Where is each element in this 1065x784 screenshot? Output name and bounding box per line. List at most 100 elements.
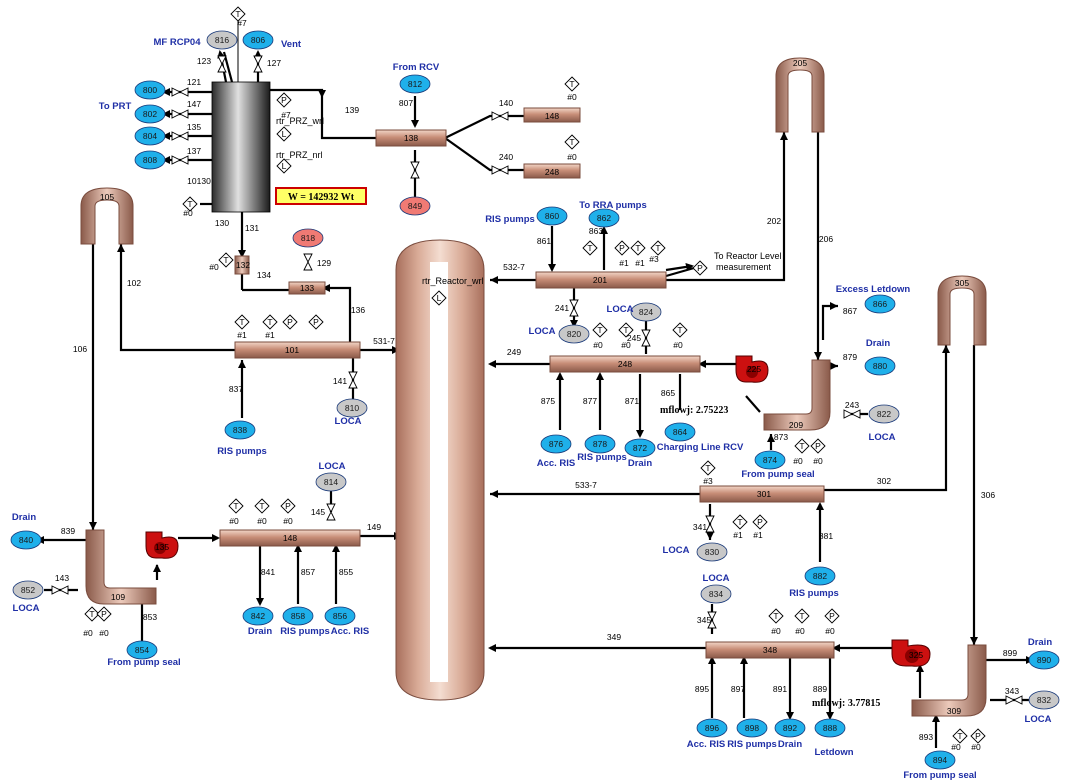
node-ellipse[interactable] [336, 398, 368, 418]
sensor-diamond[interactable] [228, 498, 244, 514]
temperature-sensor[interactable]: T#3 [700, 460, 716, 486]
node-ellipse[interactable] [558, 324, 590, 344]
node-878[interactable]: 878 [584, 434, 616, 454]
pressure-sensor[interactable]: P#1 [614, 240, 630, 268]
temperature-sensor[interactable]: T#0 [564, 134, 580, 162]
sensor-diamond[interactable] [810, 438, 826, 454]
node-ellipse[interactable] [696, 718, 728, 738]
sensor-diamond[interactable] [732, 514, 748, 530]
node-ellipse[interactable] [399, 74, 431, 94]
sensor-diamond[interactable] [794, 438, 810, 454]
node-806[interactable]: 806 [242, 30, 274, 50]
node-896[interactable]: 896 [696, 718, 728, 738]
pressure-sensor[interactable]: P [692, 260, 708, 276]
sensor-diamond[interactable] [234, 314, 250, 330]
temperature-sensor[interactable]: T#0 [254, 498, 270, 526]
valve-240[interactable] [491, 165, 509, 175]
sensor-diamond[interactable] [582, 240, 598, 256]
sensor-diamond[interactable] [431, 290, 447, 306]
temperature-sensor[interactable]: T#0 [794, 608, 810, 636]
level-sensor[interactable]: L [276, 158, 292, 174]
sensor-diamond[interactable] [618, 322, 634, 338]
node-808[interactable]: 808 [134, 150, 166, 170]
sensor-diamond[interactable] [308, 314, 324, 330]
node-800[interactable]: 800 [134, 80, 166, 100]
node-ellipse[interactable] [224, 420, 256, 440]
node-856[interactable]: 856 [324, 606, 356, 626]
sensor-diamond[interactable] [692, 260, 708, 276]
node-849[interactable]: 849 [399, 196, 431, 216]
sensor-diamond[interactable] [280, 498, 296, 514]
node-ellipse[interactable] [624, 438, 656, 458]
node-838[interactable]: 838 [224, 420, 256, 440]
valve-135[interactable] [171, 131, 189, 141]
node-876[interactable]: 876 [540, 434, 572, 454]
node-ellipse[interactable] [536, 206, 568, 226]
sensor-diamond[interactable] [752, 514, 768, 530]
node-804[interactable]: 804 [134, 126, 166, 146]
node-812[interactable]: 812 [399, 74, 431, 94]
node-ellipse[interactable] [924, 750, 956, 770]
pressure-sensor[interactable]: P [308, 314, 324, 330]
node-ellipse[interactable] [206, 30, 238, 50]
sensor-diamond[interactable] [262, 314, 278, 330]
sensor-diamond[interactable] [650, 240, 666, 256]
node-ellipse[interactable] [754, 450, 786, 470]
pressure-sensor[interactable]: P#0 [824, 608, 840, 636]
sensor-diamond[interactable] [254, 498, 270, 514]
sensor-diamond[interactable] [794, 608, 810, 624]
node-824[interactable]: 824 [630, 302, 662, 322]
temperature-sensor[interactable]: T#0 [209, 252, 234, 272]
node-862[interactable]: 862 [588, 208, 620, 228]
reactor-level-sensor[interactable]: L [431, 290, 447, 306]
temperature-sensor[interactable]: T#0 [228, 498, 244, 526]
node-ellipse[interactable] [700, 584, 732, 604]
valve-121[interactable] [171, 87, 189, 97]
node-ellipse[interactable] [126, 640, 158, 660]
valve-141[interactable] [348, 371, 358, 389]
node-880[interactable]: 880 [864, 356, 896, 376]
node-ellipse[interactable] [864, 356, 896, 376]
temperature-sensor[interactable]: T#3 [649, 240, 666, 264]
node-892[interactable]: 892 [774, 718, 806, 738]
sensor-diamond[interactable] [970, 728, 986, 744]
sensor-diamond[interactable] [768, 608, 784, 624]
node-ellipse[interactable] [814, 718, 846, 738]
node-ellipse[interactable] [584, 434, 616, 454]
temperature-sensor[interactable]: T#0 [672, 322, 688, 350]
pump-325[interactable]: 325 [891, 639, 931, 667]
node-ellipse[interactable] [1028, 650, 1060, 670]
node-820[interactable]: 820 [558, 324, 590, 344]
node-864[interactable]: 864 [664, 422, 696, 442]
valve-127[interactable] [253, 55, 263, 73]
sensor-diamond[interactable] [672, 322, 688, 338]
pump-135[interactable]: 135 [145, 531, 179, 559]
sensor-diamond[interactable] [96, 606, 112, 622]
node-874[interactable]: 874 [754, 450, 786, 470]
sensor-diamond[interactable] [218, 252, 234, 268]
temperature-sensor[interactable]: T#7 [230, 6, 247, 28]
node-852[interactable]: 852 [12, 580, 44, 600]
node-ellipse[interactable] [696, 542, 728, 562]
node-ellipse[interactable] [1028, 690, 1060, 710]
node-810[interactable]: 810 [336, 398, 368, 418]
node-ellipse[interactable] [12, 580, 44, 600]
node-890[interactable]: 890 [1028, 650, 1060, 670]
sensor-diamond[interactable] [276, 126, 292, 142]
temperature-sensor[interactable]: T#0 [951, 728, 968, 752]
node-860[interactable]: 860 [536, 206, 568, 226]
sensor-diamond[interactable] [276, 158, 292, 174]
node-834[interactable]: 834 [700, 584, 732, 604]
node-ellipse[interactable] [736, 718, 768, 738]
node-872[interactable]: 872 [624, 438, 656, 458]
sensor-diamond[interactable] [824, 608, 840, 624]
pressure-sensor[interactable]: P#0 [96, 606, 112, 638]
node-ellipse[interactable] [540, 434, 572, 454]
node-816[interactable]: 816 [206, 30, 238, 50]
node-ellipse[interactable] [630, 302, 662, 322]
node-830[interactable]: 830 [696, 542, 728, 562]
level-sensor[interactable]: L [276, 126, 292, 142]
valve-123[interactable] [217, 55, 227, 73]
node-ellipse[interactable] [804, 566, 836, 586]
node-ellipse[interactable] [134, 104, 166, 124]
